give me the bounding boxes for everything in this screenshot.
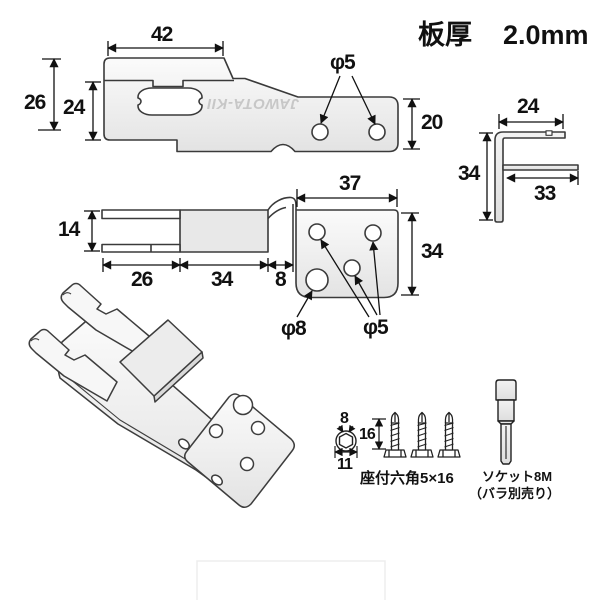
side-view-dimensions (84, 189, 419, 318)
embossed-brand-stamp: JAWOTA-KII (206, 95, 300, 112)
dim-top-height-right: 20 (421, 111, 443, 134)
hex-top-view-drawing (334, 424, 358, 458)
screws-caption: 座付六角5×16 (360, 470, 454, 487)
dim-angle-arm: 33 (534, 182, 556, 205)
socket-note: （バラ別売り） (469, 486, 561, 501)
dim-top-width: 42 (151, 23, 173, 46)
header-thickness-label: 板厚 (418, 20, 472, 50)
screw-1 (383, 411, 407, 458)
side-view-drawing (101, 196, 399, 299)
plate-small-hole-label: φ5 (363, 316, 389, 339)
screw-length-dimension (372, 418, 386, 450)
dim-angle-top: 24 (517, 95, 539, 118)
socket-drawing (495, 379, 517, 465)
top-hole-diameter-label: φ5 (330, 51, 356, 74)
header-thickness-value: 2.0mm (503, 20, 589, 50)
dim-top-height-inner: 24 (63, 96, 85, 119)
top-view-dimensions (38, 41, 420, 150)
top-view-drawing (103, 57, 399, 153)
isometric-view-drawing (28, 282, 295, 508)
dim-side-seg2: 34 (211, 268, 233, 291)
angle-view-dimensions (479, 114, 579, 221)
screws-drawing (372, 411, 461, 458)
dim-side-fork: 14 (58, 218, 80, 241)
dim-plate-width: 37 (339, 172, 361, 195)
dim-screw-length: 16 (359, 426, 376, 443)
dim-angle-height: 34 (458, 162, 480, 185)
faint-watermark-box (196, 560, 386, 600)
plate-big-hole-label: φ8 (281, 317, 307, 340)
dim-hex-across: 8 (340, 410, 349, 427)
screw-2 (410, 411, 434, 458)
dim-side-seg3: 8 (275, 268, 287, 291)
angle-view-drawing (494, 130, 579, 223)
dim-washer-od: 11 (337, 456, 353, 473)
dim-side-seg1: 26 (131, 268, 153, 291)
screw-3 (437, 411, 461, 458)
socket-caption: ソケット8M (482, 469, 553, 484)
dim-plate-height: 34 (421, 240, 443, 263)
dim-top-height-outer: 26 (24, 91, 46, 114)
